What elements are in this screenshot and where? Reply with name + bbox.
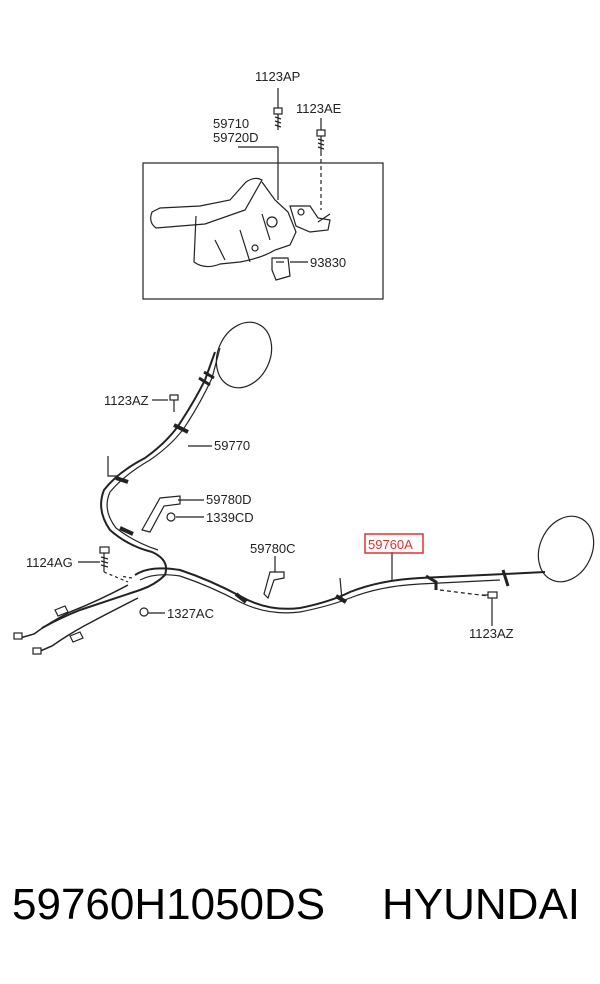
label-59760a: 59760A (368, 537, 413, 552)
footer: 59760H1050DS HYUNDAI (12, 880, 592, 950)
bolt-1124ag-icon (99, 546, 110, 572)
part-number: 59760H1050DS (12, 880, 326, 929)
bolt-1123az-right-icon (482, 591, 498, 606)
cable-59760a (134, 567, 546, 610)
parking-brake-lever-icon (150, 177, 331, 268)
bolt-1123ae-icon (316, 129, 326, 152)
brand-name: HYUNDAI (382, 880, 581, 929)
left-brake-drum-icon (215, 321, 273, 389)
label-59720d: 59720D (213, 130, 259, 145)
label-1123ap: 1123AP (255, 69, 300, 84)
label-1123az-right: 1123AZ (469, 626, 514, 641)
label-59780c: 59780C (250, 541, 296, 556)
label-1123ae: 1123AE (296, 101, 342, 116)
bolt-1123az-top-icon (169, 394, 179, 412)
label-59710: 59710 (213, 116, 249, 131)
bracket-59780d-icon (141, 495, 181, 533)
right-brake-drum-icon (537, 515, 595, 583)
nut-1327ac-icon (139, 607, 149, 617)
switch-93830-icon (271, 257, 291, 281)
label-1123az-top: 1123AZ (104, 393, 149, 408)
label-1124ag: 1124AG (26, 555, 73, 570)
bracket-59780c-icon (263, 571, 285, 600)
cable-59770 (41, 351, 216, 629)
bolt-1123ap-icon (273, 107, 283, 130)
label-1327ac: 1327AC (167, 606, 214, 621)
label-59770: 59770 (214, 438, 250, 453)
label-1339cd: 1339CD (206, 510, 254, 525)
lever-assembly-box (142, 162, 384, 300)
label-93830: 93830 (310, 255, 346, 270)
highlight-box-59760a (364, 533, 424, 554)
nut-1339cd-icon (166, 512, 176, 522)
label-59780d: 59780D (206, 492, 252, 507)
